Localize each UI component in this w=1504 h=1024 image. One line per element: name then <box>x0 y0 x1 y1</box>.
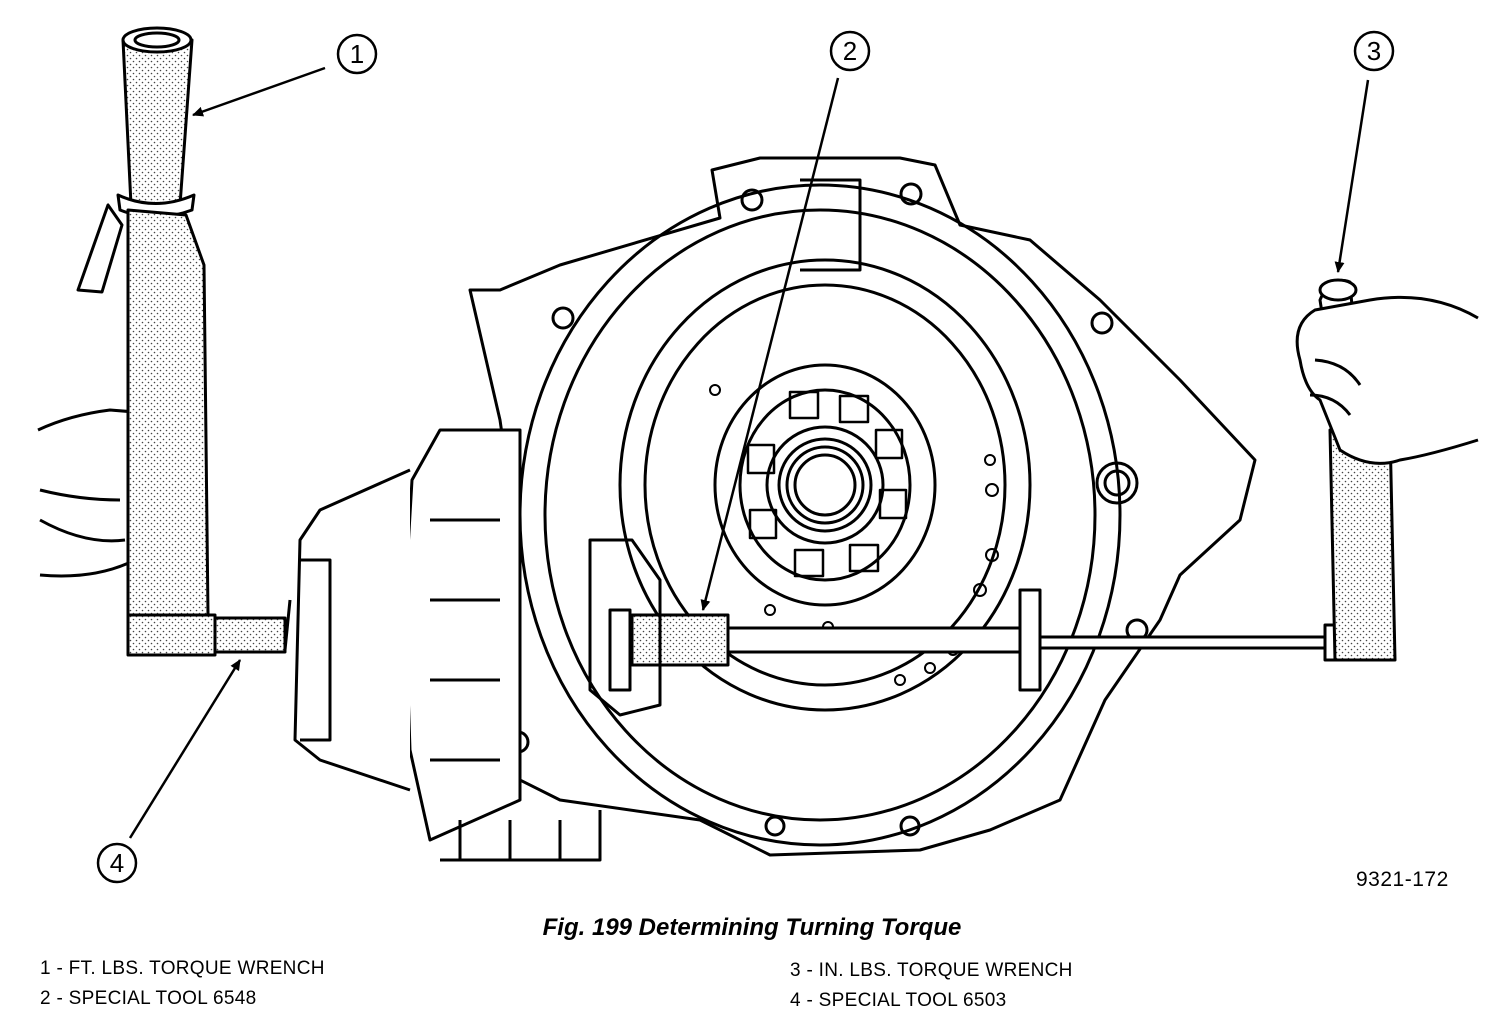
legend-item-4: 4 - SPECIAL TOOL 6503 <box>790 990 1007 1011</box>
callout-4-number: 4 <box>110 848 124 878</box>
callout-3-number: 3 <box>1367 36 1381 66</box>
special-tool-6548 <box>588 538 1042 717</box>
legend-item-3: 3 - IN. LBS. TORQUE WRENCH <box>790 960 1073 981</box>
leader-line-4 <box>128 659 242 839</box>
legend-item-2: 2 - SPECIAL TOOL 6548 <box>40 988 257 1009</box>
figure-reference-code: 9321-172 <box>1356 868 1449 891</box>
legend-item-1: 1 - FT. LBS. TORQUE WRENCH <box>40 958 325 979</box>
leader-line-3 <box>1334 79 1370 273</box>
transmission-rear-case <box>283 428 602 862</box>
right-hand <box>1295 295 1479 465</box>
leader-line-2 <box>700 77 840 611</box>
callout-4: 4 <box>96 842 138 884</box>
callout-2-number: 2 <box>843 36 857 66</box>
transmission-illustration: 1 2 3 4 <box>37 26 1479 884</box>
callout-3: 3 <box>1353 30 1395 72</box>
ft-lbs-torque-wrench <box>76 26 287 657</box>
callout-1: 1 <box>336 33 378 75</box>
callout-1-number: 1 <box>350 39 364 69</box>
leader-line-1 <box>192 66 326 117</box>
transmission-housing <box>468 156 1257 857</box>
figure-caption: Fig. 199 Determining Turning Torque <box>542 914 962 941</box>
callout-2: 2 <box>829 30 871 72</box>
